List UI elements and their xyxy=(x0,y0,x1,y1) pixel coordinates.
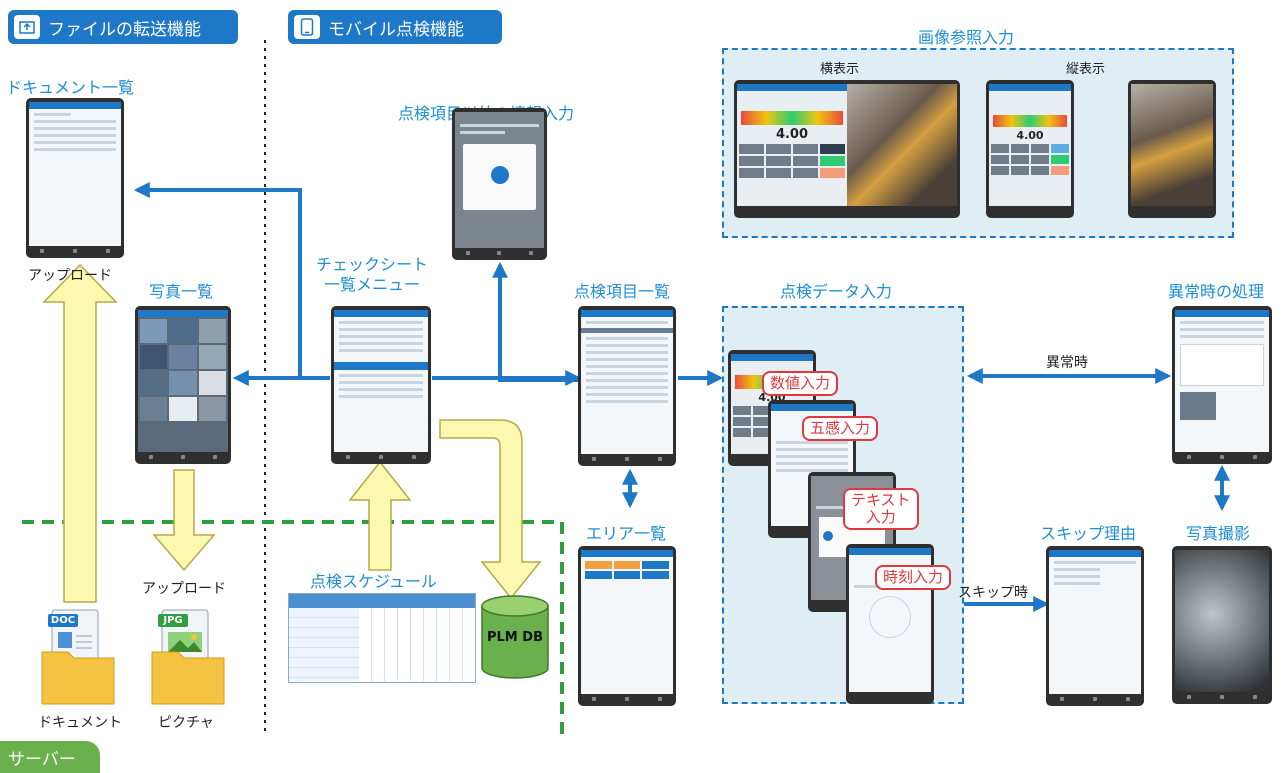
yellow-arrow-db xyxy=(439,419,542,600)
upload-caption-top: アップロード xyxy=(28,268,112,284)
yellow-arrow-upload-doc xyxy=(42,263,118,603)
area-list-screen xyxy=(578,546,676,706)
picture-folder-icon xyxy=(151,609,225,705)
item-list-title: 点検項目一覧 xyxy=(574,282,671,301)
skip-reason-screen xyxy=(1046,546,1144,706)
abnormal-handling-screen xyxy=(1172,306,1272,464)
abnormal-caption: 異常時 xyxy=(1046,355,1088,371)
schedule-table xyxy=(288,593,476,683)
mobile-label: モバイル点検機能 xyxy=(328,19,464,40)
server-boundary xyxy=(22,520,564,735)
plm-db-cylinder xyxy=(481,595,549,679)
yellow-arrow-schedule xyxy=(348,460,412,571)
tablet-icon xyxy=(294,15,320,39)
other-info-screen xyxy=(452,108,547,260)
arrow-to-other-info xyxy=(492,261,578,382)
photo-list-screen xyxy=(135,306,231,464)
upload-icon xyxy=(14,15,40,39)
numeric-input-label: 数値入力 xyxy=(762,371,839,396)
photo-capture-screen xyxy=(1172,546,1272,704)
horizontal-value: 4.00 xyxy=(775,127,809,142)
document-folder-icon xyxy=(41,609,115,705)
checksheet-title-line1: チェックシート xyxy=(316,255,429,274)
horizontal-screen: 4.00 xyxy=(734,80,960,218)
mobile-badge: モバイル点検機能 xyxy=(288,10,502,44)
arrow-to-documents xyxy=(133,182,302,378)
file-transfer-label: ファイルの転送機能 xyxy=(48,19,201,40)
time-input-label: 時刻入力 xyxy=(875,565,952,590)
schedule-title: 点検スケジュール xyxy=(310,572,437,591)
vertical-caption: 縦表示 xyxy=(1066,62,1106,77)
yellow-arrow-upload-photo xyxy=(152,469,216,572)
file-transfer-badge: ファイルの転送機能 xyxy=(8,10,238,44)
doc-tag: DOC xyxy=(50,615,76,626)
horizontal-caption: 横表示 xyxy=(820,62,860,77)
document-caption: ドキュメント xyxy=(38,715,122,731)
server-badge: サーバー xyxy=(0,741,100,773)
image-ref-title: 画像参照入力 xyxy=(918,28,1015,47)
data-input-title: 点検データ入力 xyxy=(780,282,893,301)
five-senses-label: 五感入力 xyxy=(802,416,879,441)
plm-db-label: PLM DB xyxy=(487,630,543,645)
server-label: サーバー xyxy=(8,749,76,770)
vertical-screen-image xyxy=(1128,80,1216,218)
text-input-label-line2: 入力 xyxy=(865,508,896,526)
vertical-screen-input: 4.00 xyxy=(986,80,1074,218)
photo-capture-title: 写真撮影 xyxy=(1186,524,1251,543)
upload-caption-bottom: アップロード xyxy=(142,581,226,597)
text-input-label-line1: テキスト xyxy=(851,491,911,509)
document-list-screen xyxy=(26,98,124,258)
area-list-title: エリア一覧 xyxy=(586,524,667,543)
vertical-value: 4.00 xyxy=(1016,129,1044,142)
photo-list-title: 写真一覧 xyxy=(149,282,214,301)
jpg-tag: JPG xyxy=(163,615,183,626)
picture-caption: ピクチャ xyxy=(158,715,214,731)
item-list-screen xyxy=(578,306,676,466)
abnormal-handling-title: 異常時の処理 xyxy=(1168,282,1265,301)
checksheet-title: チェックシート 一覧メニュー xyxy=(316,255,428,295)
checksheet-menu-screen xyxy=(331,306,431,464)
document-list-title: ドキュメント一覧 xyxy=(6,78,135,97)
checksheet-title-line2: 一覧メニュー xyxy=(324,275,421,294)
skip-caption: スキップ時 xyxy=(958,585,1028,601)
text-input-label: テキスト 入力 xyxy=(843,488,919,530)
skip-reason-title: スキップ理由 xyxy=(1040,524,1137,543)
